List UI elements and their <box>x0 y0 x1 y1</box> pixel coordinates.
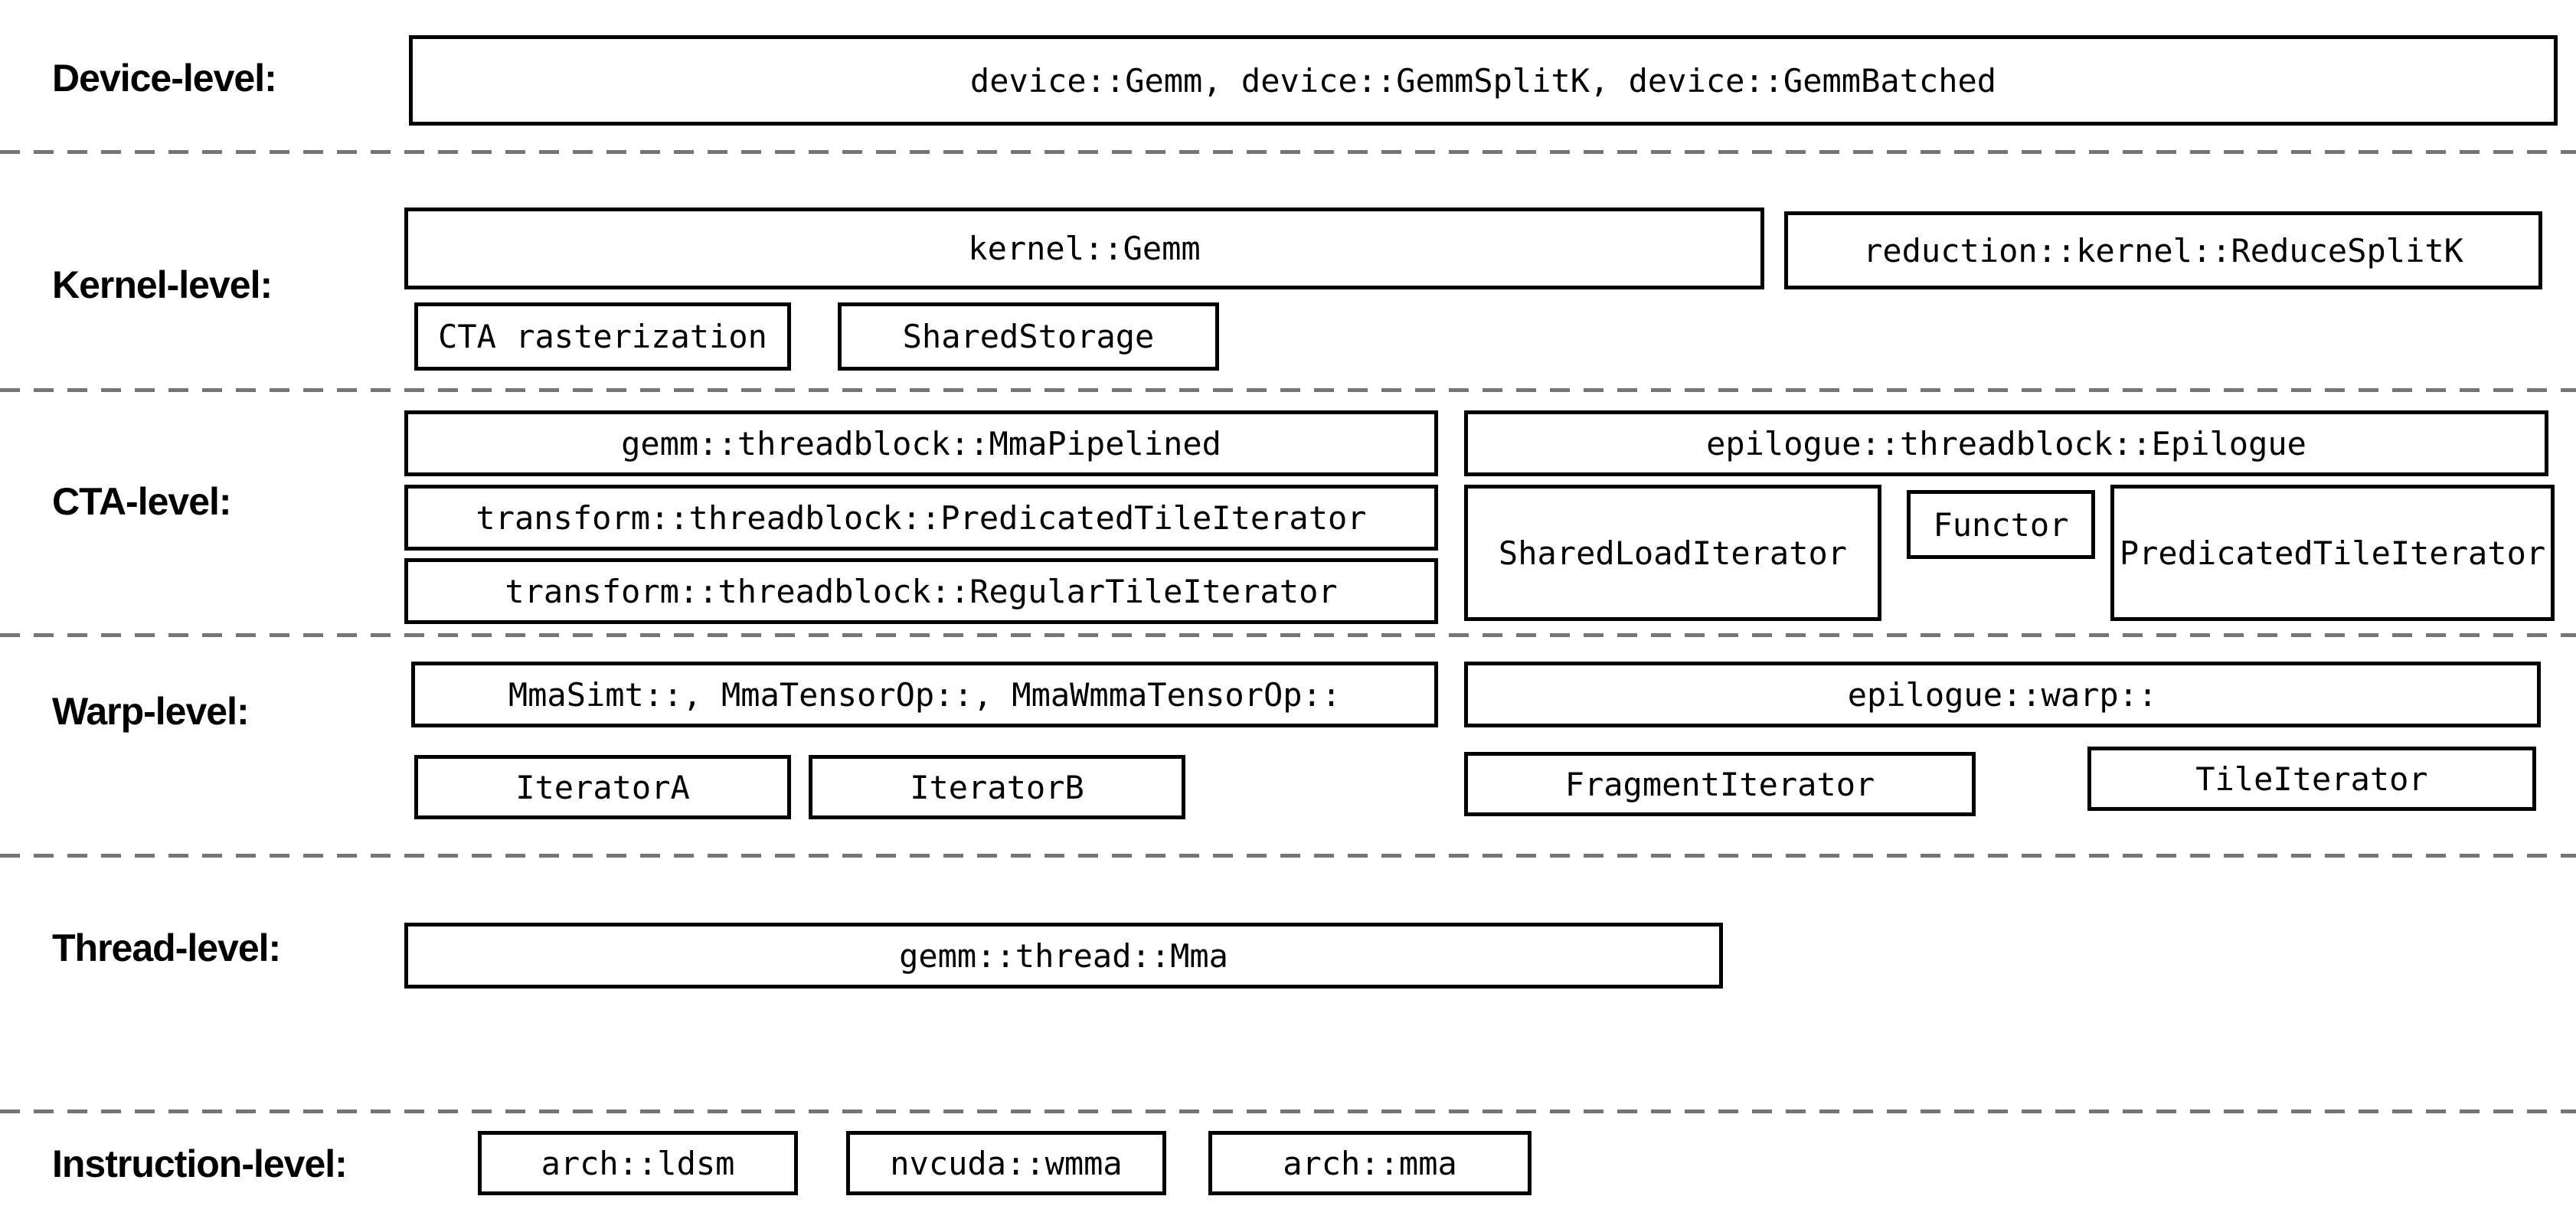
iterator-b-box: IteratorB <box>809 755 1185 819</box>
fragment-iterator-box: FragmentIterator <box>1464 752 1976 816</box>
gemm-thread-mma-box: gemm::thread::Mma <box>404 923 1723 989</box>
kernel-level-label: Kernel-level: <box>52 263 273 306</box>
thread-level-label: Thread-level: <box>52 927 281 969</box>
gemm-threadblock-mmapipelined-box: gemm::threadblock::MmaPipelined <box>404 410 1438 476</box>
separator-cta-warp <box>0 633 2576 637</box>
arch-mma-box: arch::mma <box>1208 1131 1532 1195</box>
functor-box: Functor <box>1907 490 2095 559</box>
transform-threadblock-predicatedtileiterator-box: transform::threadblock::PredicatedTileIt… <box>404 485 1438 551</box>
cta-level-label: CTA-level: <box>52 480 232 523</box>
shared-storage-box: SharedStorage <box>838 302 1219 371</box>
tile-iterator-box: TileIterator <box>2087 747 2536 811</box>
cta-rasterization-box: CTA rasterization <box>414 302 791 371</box>
warp-mma-box: MmaSimt::, MmaTensorOp::, MmaWmmaTensorO… <box>411 662 1438 727</box>
device-level-label: Device-level: <box>52 57 277 100</box>
separator-thread-instruction <box>0 1110 2576 1113</box>
shared-load-iterator-box: SharedLoadIterator <box>1464 485 1881 621</box>
separator-kernel-cta <box>0 388 2576 392</box>
device-gemm-box: device::Gemm, device::GemmSplitK, device… <box>409 35 2558 126</box>
warp-level-label: Warp-level: <box>52 690 250 733</box>
reduction-kernel-reducesplitk-box: reduction::kernel::ReduceSplitK <box>1784 211 2542 289</box>
separator-warp-thread <box>0 854 2576 858</box>
predicated-tile-iterator-right-box: PredicatedTileIterator <box>2110 485 2555 621</box>
separator-device-kernel <box>0 150 2576 154</box>
arch-ldsm-box: arch::ldsm <box>478 1131 798 1195</box>
nvcuda-wmma-box: nvcuda::wmma <box>846 1131 1166 1195</box>
transform-threadblock-regulartileiterator-box: transform::threadblock::RegularTileItera… <box>404 558 1438 624</box>
epilogue-warp-box: epilogue::warp:: <box>1464 662 2541 727</box>
epilogue-threadblock-epilogue-box: epilogue::threadblock::Epilogue <box>1464 410 2548 476</box>
iterator-a-box: IteratorA <box>414 755 791 819</box>
kernel-gemm-box: kernel::Gemm <box>404 208 1764 289</box>
instruction-level-label: Instruction-level: <box>52 1142 348 1185</box>
